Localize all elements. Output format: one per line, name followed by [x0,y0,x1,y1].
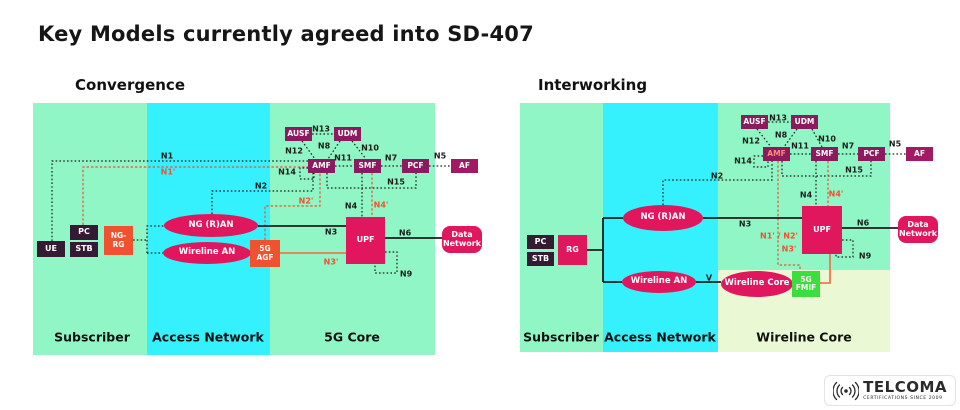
conv-n5-label: N5 [433,151,447,161]
conv-ausf-box: AUSF [285,127,312,141]
conv-n13-label: N13 [312,124,330,134]
int-ausf-box: AUSF [741,115,768,129]
int-v-label: V [705,273,713,283]
int-n13-label: N13 [769,113,787,123]
int-subscriber-label: Subscriber [523,329,599,345]
int-amf-box: AMF [763,147,790,161]
conv-n11-label: N11 [334,153,352,163]
conv-n3p-label: N3' [323,257,339,267]
conv-n3-label: N3 [324,227,338,237]
conv-ng-ran-ellipse: NG (R)AN [164,214,258,237]
conv-n8-label: N8 [317,141,331,151]
int-upf-box: UPF [802,206,842,254]
conv-ng-rg-box: NG- RG [104,226,133,255]
int-n5-label: N5 [888,139,902,149]
conv-amf-box: AMF [308,159,335,173]
convergence-heading: Convergence [75,76,185,94]
int-pcf-box: PCF [858,147,885,161]
int-n4p-label: N4' [828,189,844,199]
int-wireline-core-ellipse: Wireline Core [721,271,793,297]
int-stb-box: STB [527,252,554,266]
int-n1p-n2p-label: N1' / N2' [760,231,798,241]
int-wireline-core-label: Wireline Core [756,329,852,345]
int-n9-label: N9 [858,251,872,261]
page-title: Key Models currently agreed into SD-407 [38,22,534,46]
int-data-network-box: Data Network [898,216,938,243]
conv-ue-box: UE [37,241,65,257]
conv-udm-box: UDM [334,127,361,141]
conv-pcf-box: PCF [402,159,429,173]
conv-n15-label: N15 [387,177,405,187]
telcoma-logo: TELCOMA CERTIFICATIONS SINCE 2009 [824,375,956,406]
int-5g-fmif-box: 5G FMIF [792,271,820,297]
conv-n4p-label: N4' [373,200,389,210]
int-n6-label: N6 [856,218,870,228]
logo-brand-text: TELCOMA [863,378,947,396]
conv-stb-box: STB [70,242,98,257]
int-af-box: AF [906,147,933,161]
int-access-network-label: Access Network [604,329,716,345]
conv-pc-box: PC [70,225,98,240]
int-rg-box: RG [558,235,587,265]
conv-wireline-an-ellipse: Wireline AN [163,242,251,264]
conv-n1-label: N1 [160,151,174,161]
conv-access-network-label: Access Network [152,329,264,345]
conv-n7-label: N7 [384,153,398,163]
conv-5g-core-label: 5G Core [324,329,380,345]
conv-smf-box: SMF [354,159,381,173]
conv-n12-label: N12 [285,146,303,156]
logo-tagline-text: CERTIFICATIONS SINCE 2009 [863,396,943,401]
int-ng-ran-ellipse: NG (R)AN [623,205,703,231]
int-n10-label: N10 [818,134,836,144]
int-smf-box: SMF [811,147,838,161]
conv-n6-label: N6 [398,228,412,238]
conv-af-box: AF [451,159,478,173]
int-n14-label: N14 [734,156,752,166]
int-n8-label: N8 [774,130,788,140]
int-pc-box: PC [527,235,554,249]
int-n4-label: N4 [799,190,813,200]
radio-waves-icon [833,381,860,400]
int-n11-label: N11 [791,141,809,151]
conv-n4-label: N4 [344,201,358,211]
int-n3-label: N3 [738,219,752,229]
interworking-heading: Interworking [538,76,648,94]
conv-n2p-label: N2' [298,196,314,206]
conv-n14-label: N14 [278,167,296,177]
conv-n1p-label: N1' [160,167,176,177]
conv-5g-agf-box: 5G AGF [250,240,280,267]
conv-n9-label: N9 [399,269,413,279]
conv-data-network-box: Data Network [442,226,482,253]
int-udm-box: UDM [791,115,818,129]
conv-n2-label: N2 [254,181,268,191]
int-n12-label: N12 [742,136,760,146]
int-n2-label: N2 [710,171,724,181]
int-subscriber-band [520,103,603,352]
conv-subscriber-label: Subscriber [54,329,130,345]
int-wireline-an-ellipse: Wireline AN [622,271,696,293]
int-n7-label: N7 [841,141,855,151]
conv-n10-label: N10 [361,143,379,153]
conv-upf-box: UPF [346,217,385,264]
int-n3p-label: N3' [781,244,797,254]
int-n15-label: N15 [845,165,863,175]
